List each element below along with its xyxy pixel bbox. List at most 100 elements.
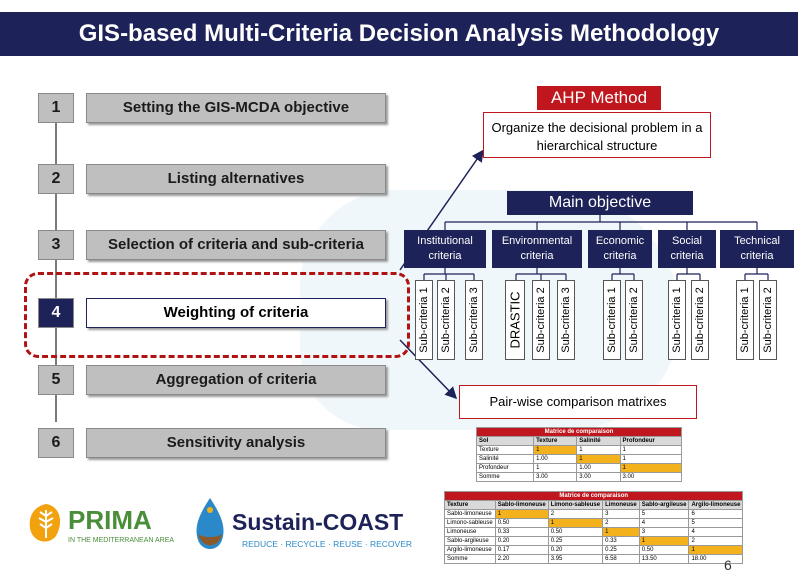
step-5-number: 5	[38, 365, 74, 395]
sub-criteria-box: Sub-criteria 1	[415, 280, 433, 360]
matrix-cell: Somme	[475, 472, 535, 482]
matrix-cell: 5	[688, 518, 744, 528]
matrix-header: Sablo-argileuse	[638, 500, 690, 510]
table-row: Salinité 1.00 1 1	[475, 454, 683, 464]
sub-criteria-box: Sub-criteria 2	[625, 280, 643, 360]
step-3-box: Selection of criteria and sub-criteria	[86, 230, 386, 260]
matrix-cell: 13.50	[638, 554, 690, 564]
matrix-cell: 1.00	[576, 463, 621, 473]
sub-criteria-box: Sub-criteria 1	[736, 280, 754, 360]
matrix-cell: 0.25	[602, 545, 640, 555]
step-1-number: 1	[38, 93, 74, 123]
step-5-box: Aggregation of criteria	[86, 365, 386, 395]
step-4-number: 4	[38, 298, 74, 328]
matrix-header: Texture	[444, 500, 496, 510]
matrix-cell: Profondeur	[475, 463, 535, 473]
sub-criteria-label: Sub-criteria 1	[606, 287, 618, 353]
table-row: Sablo-limoneuse 1 2 3 5 6	[444, 509, 744, 519]
matrix-cell: Somme	[444, 554, 496, 564]
matrix-cell: 4	[638, 518, 690, 528]
matrix-cell: 0.20	[494, 536, 549, 546]
matrix-cell: 1	[619, 454, 683, 464]
matrix-cell: 18.00	[688, 554, 744, 564]
matrix-cell: Sablo-limoneuse	[444, 509, 496, 519]
table-row: Somme 2.20 3.95 6.58 13.50 18.00	[444, 554, 744, 564]
sub-criteria-label: Sub-criteria 1	[418, 287, 430, 353]
sub-criteria-box: Sub-criteria 2	[691, 280, 709, 360]
matrix-title: Matrice de comparaison	[476, 427, 682, 437]
ahp-method-label: AHP Method	[537, 86, 661, 110]
pairwise-comparison-label: Pair-wise comparison matrixes	[459, 385, 697, 419]
table-row: Limoneuse 0.33 0.50 1 3 4	[444, 527, 744, 537]
matrix-cell: 0.25	[547, 536, 604, 546]
sub-criteria-label: Sub-criteria 1	[671, 287, 683, 353]
matrix-title: Matrice de comparaison	[443, 491, 744, 501]
prima-logo-subtitle: IN THE MEDITERRANEAN AREA	[68, 537, 175, 544]
comparison-matrix-large: Matrice de comparaison Texture Sablo-lim…	[443, 491, 744, 564]
step-2-box: Listing alternatives	[86, 164, 386, 194]
prima-logo-text: PRIMA	[68, 505, 152, 535]
matrix-cell: 0.50	[638, 545, 690, 555]
matrix-header: Argilo-limoneuse	[688, 500, 744, 510]
matrix-cell: 0.33	[602, 536, 640, 546]
matrix-cell: 1	[547, 518, 604, 528]
matrix-cell: 0.17	[494, 545, 549, 555]
matrix-cell: 1	[533, 445, 578, 455]
criteria-environmental: Environmental criteria	[492, 230, 582, 268]
criteria-economic: Economic criteria	[588, 230, 652, 268]
page-number: 6	[724, 557, 732, 573]
sub-criteria-box: Sub-criteria 1	[603, 280, 621, 360]
matrix-header: Sablo-limoneuse	[494, 500, 549, 510]
criteria-technical: Technical criteria	[720, 230, 794, 268]
matrix-cell: 2	[602, 518, 640, 528]
sub-criteria-label: DRASTIC	[507, 291, 523, 349]
table-row: Texture 1 1 1	[475, 445, 683, 455]
table-row: Sablo-argileuse 0.20 0.25 0.33 1 2	[444, 536, 744, 546]
table-row: Limono-sableuse 0.50 1 2 4 5	[444, 518, 744, 528]
matrix-cell: Limoneuse	[444, 527, 496, 537]
matrix-header: Profondeur	[619, 436, 683, 446]
matrix-cell: 2.20	[494, 554, 549, 564]
table-row: Profondeur 1 1.00 1	[475, 463, 683, 473]
matrix-cell: Sablo-argileuse	[444, 536, 496, 546]
matrix-cell: 1	[576, 445, 621, 455]
matrix-cell: 1	[619, 445, 683, 455]
matrix-cell: 1	[602, 527, 640, 537]
sub-criteria-label: Sub-criteria 2	[440, 287, 452, 353]
matrix-cell: 1	[533, 463, 578, 473]
comparison-matrix-small: Matrice de comparaison Sol Texture Salin…	[475, 427, 683, 482]
sub-criteria-label: Sub-criteria 2	[694, 287, 706, 353]
highlight-frame	[24, 272, 410, 358]
sub-criteria-box: Sub-criteria 1	[668, 280, 686, 360]
main-objective: Main objective	[507, 191, 693, 215]
criteria-institutional: Institutional criteria	[404, 230, 486, 268]
matrix-cell: 3.00	[576, 472, 621, 482]
sub-criteria-box: Sub-criteria 2	[437, 280, 455, 360]
step-1-box: Setting the GIS-MCDA objective	[86, 93, 386, 123]
matrix-cell: 3	[638, 527, 690, 537]
sub-criteria-box: Sub-criteria 2	[759, 280, 777, 360]
matrix-cell: 6	[688, 509, 744, 519]
matrix-cell: 0.50	[494, 518, 549, 528]
criteria-social: Social criteria	[658, 230, 716, 268]
sub-criteria-box: Sub-criteria 3	[465, 280, 483, 360]
sub-criteria-label: Sub-criteria 2	[535, 287, 547, 353]
sub-criteria-label: Sub-criteria 3	[560, 287, 572, 353]
sustain-coast-tagline: REDUCE · RECYCLE · REUSE · RECOVER	[242, 539, 413, 549]
matrix-cell: 2	[547, 509, 604, 519]
matrix-cell: 0.50	[547, 527, 604, 537]
step-6-box: Sensitivity analysis	[86, 428, 386, 458]
matrix-cell: 3.00	[533, 472, 578, 482]
matrix-cell: 1	[619, 463, 683, 473]
matrix-cell: 5	[638, 509, 690, 519]
matrix-header: Sol	[475, 436, 535, 446]
matrix-cell: 0.33	[494, 527, 549, 537]
step-3-number: 3	[38, 230, 74, 260]
sub-criteria-label: Sub-criteria 2	[762, 287, 774, 353]
matrix-cell: 1	[576, 454, 621, 464]
sub-criteria-label: Sub-criteria 3	[468, 287, 480, 353]
matrix-cell: 0.20	[547, 545, 604, 555]
matrix-cell: 1	[494, 509, 549, 519]
step-2-number: 2	[38, 164, 74, 194]
table-row: Argilo-limoneuse 0.17 0.20 0.25 0.50 1	[444, 545, 744, 555]
